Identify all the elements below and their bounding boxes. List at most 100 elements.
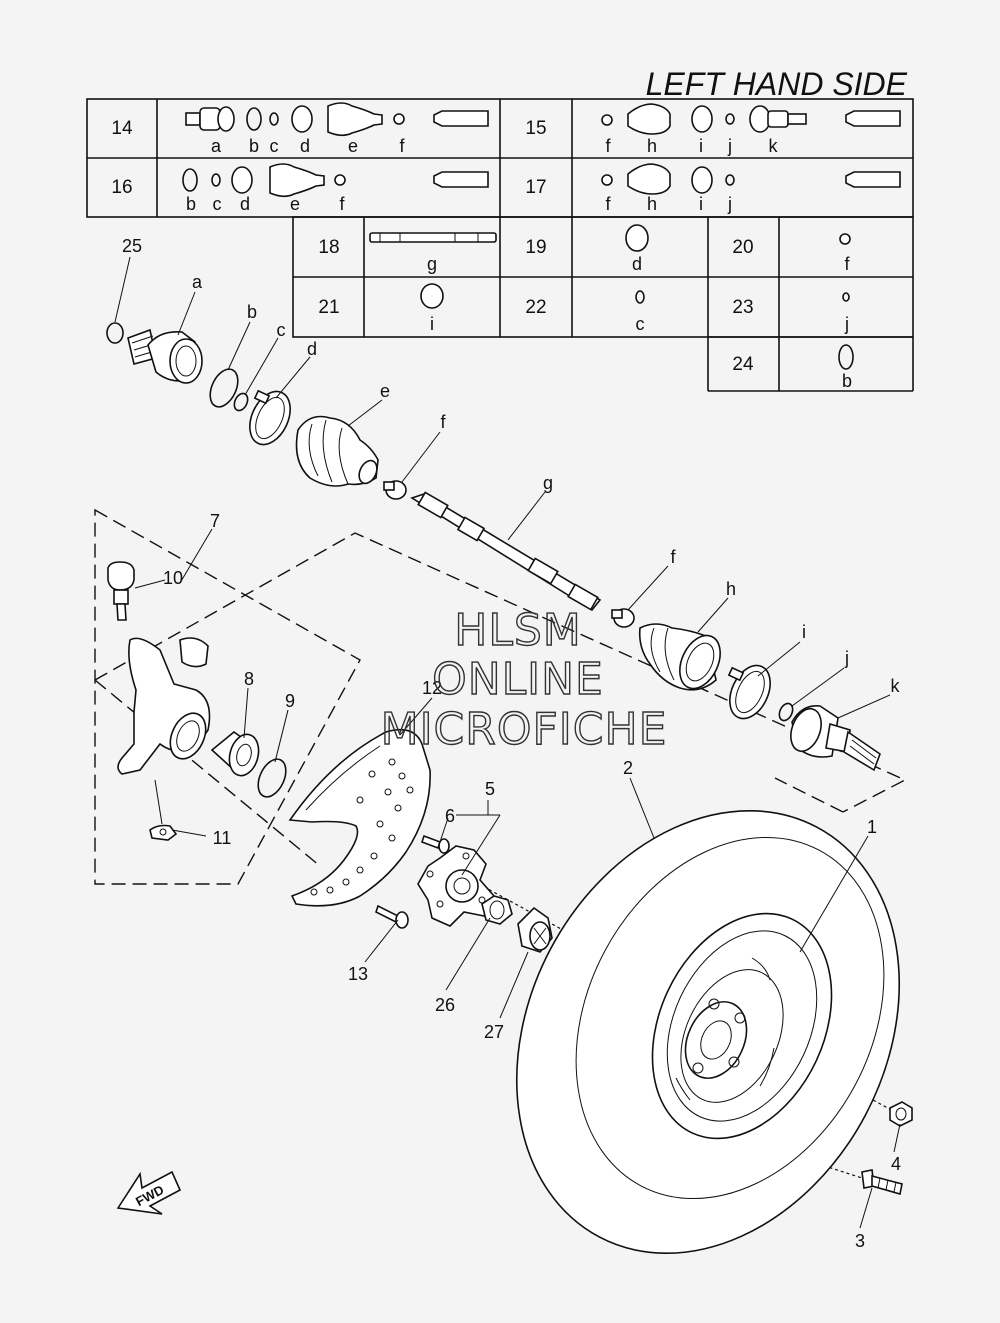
- boot-icon: [269, 163, 325, 198]
- kit-table-labels: 14 a b c d e f 15 f h i j k 16 b c d e f…: [111, 118, 852, 391]
- kit-number: 23: [732, 297, 753, 318]
- callout-number: 7: [210, 511, 220, 531]
- callout-number: 5: [485, 779, 495, 799]
- kit-part-letter: h: [647, 136, 657, 156]
- wheel-bearing-part: [210, 730, 260, 777]
- callout-number: 8: [244, 669, 254, 689]
- hub-bolt-part: [420, 834, 450, 854]
- brake-disc-guard-part: [288, 728, 431, 907]
- kit-part-letter: i: [699, 194, 703, 214]
- callout-letter: a: [192, 272, 203, 292]
- cotter-clip-part: [149, 824, 178, 841]
- circlip-part: [106, 322, 124, 344]
- band-icon: [625, 224, 649, 252]
- kit-number: 14: [111, 118, 133, 139]
- boot-band-part: [727, 664, 771, 720]
- inner-joint-icon: [749, 105, 807, 133]
- kit-part-letter: k: [769, 136, 779, 156]
- callout-number: 12: [422, 678, 442, 698]
- steering-knuckle-part: [117, 637, 211, 775]
- callout-labels: 25 a b c d e f g f h i j k 7 10 8 9 12 1…: [122, 236, 901, 1251]
- band-icon: [691, 105, 713, 133]
- nut-cap-part: [517, 906, 553, 953]
- small-band-part: [383, 480, 407, 500]
- circlip-part: [257, 758, 287, 798]
- kit-number: 18: [318, 237, 339, 258]
- callout-number: 26: [435, 995, 455, 1015]
- fwd-arrow-icon: FWD: [116, 1170, 182, 1215]
- callout-number: 6: [445, 806, 455, 826]
- kit-number: 21: [318, 297, 339, 318]
- diagram-title: LEFT HAND SIDE: [646, 66, 908, 102]
- watermark-line: MICROFICHE: [381, 704, 668, 755]
- kit-part-letter: b: [186, 194, 196, 214]
- kit-part-letter: j: [727, 194, 732, 214]
- small-band-part: [611, 608, 635, 628]
- small-clip-part: [233, 392, 249, 412]
- small-clip-icon: [842, 292, 850, 302]
- inner-boot-part: [638, 623, 721, 691]
- axle-shaft-part: [410, 491, 602, 612]
- circlip-icon: [246, 107, 262, 131]
- grease-tube-icon: [433, 171, 489, 188]
- kit-part-letter: b: [842, 371, 852, 391]
- kit-number: 24: [732, 354, 754, 375]
- wheel-nut-part: [889, 1101, 913, 1127]
- band-icon: [291, 105, 313, 133]
- callout-letter: d: [307, 339, 317, 359]
- axle-shaft-icon: [369, 232, 497, 243]
- small-band-icon: [601, 114, 613, 126]
- circlip-icon: [182, 168, 198, 192]
- outer-boot-part: [295, 415, 379, 487]
- outer-cv-joint-part: [127, 328, 203, 384]
- callout-number: 9: [285, 691, 295, 711]
- kit-part-letter: f: [339, 194, 345, 214]
- kit-part-letter: i: [699, 136, 703, 156]
- circlip-icon: [838, 344, 854, 370]
- wheel-hub-part: [417, 845, 495, 927]
- watermark-line: HLSM: [454, 605, 582, 656]
- callout-letter: f: [440, 412, 446, 432]
- grease-tube-icon: [433, 110, 489, 127]
- callout-number: 2: [623, 758, 633, 778]
- boot-icon: [627, 163, 671, 195]
- callout-letter: e: [380, 381, 390, 401]
- kit-number: 19: [525, 237, 546, 258]
- kit-part-letter: d: [240, 194, 250, 214]
- callout-letter: i: [802, 622, 806, 642]
- small-clip-icon: [211, 173, 221, 187]
- band-icon: [420, 283, 444, 309]
- grease-tube-icon: [845, 110, 901, 127]
- kit-part-letter: d: [632, 254, 642, 274]
- axle-group-outline: [94, 679, 321, 867]
- small-band-icon: [334, 174, 346, 186]
- kit-number: 20: [732, 237, 753, 258]
- kit-part-letter: e: [290, 194, 300, 214]
- callout-number: 10: [163, 568, 183, 588]
- callout-letter: f: [670, 547, 676, 567]
- circlip-part: [209, 368, 239, 408]
- kit-table: [86, 98, 914, 392]
- kit-part-letter: f: [844, 254, 850, 274]
- kit-part-letter: c: [270, 136, 279, 156]
- callout-number: 13: [348, 964, 368, 984]
- kit-part-letter: c: [213, 194, 222, 214]
- inner-cv-joint-part: [790, 705, 881, 772]
- ball-joint-part: [107, 561, 135, 621]
- callout-number: 25: [122, 236, 142, 256]
- kit-part-letter: c: [636, 314, 645, 334]
- small-band-icon: [393, 113, 405, 125]
- callout-letter: c: [277, 320, 286, 340]
- kit-part-letter: f: [399, 136, 405, 156]
- guard-bolt-part: [375, 904, 409, 929]
- outer-joint-icon: [185, 106, 235, 132]
- small-clip-icon: [725, 113, 735, 125]
- kit-part-icons: [182, 102, 901, 370]
- callout-number: 27: [484, 1022, 504, 1042]
- callout-number: 1: [867, 817, 877, 837]
- wheel-rim-part: [651, 912, 833, 1140]
- kit-number: 22: [525, 297, 546, 318]
- kit-part-letter: h: [647, 194, 657, 214]
